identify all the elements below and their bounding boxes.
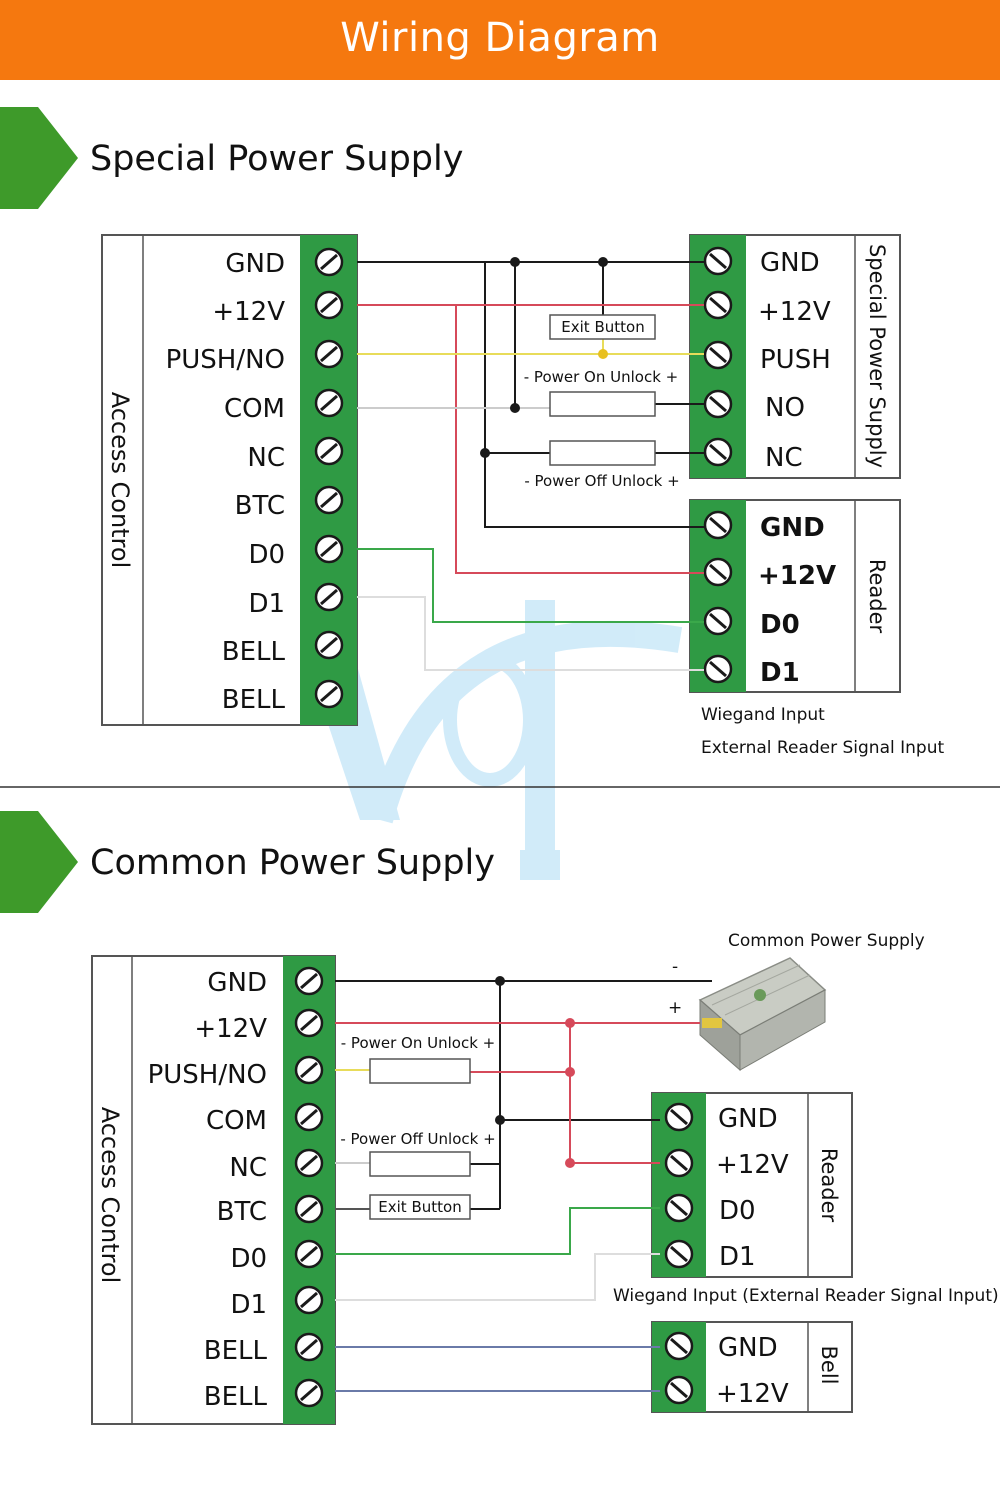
s2-power-off-unlock-label: - Power Off Unlock + — [340, 1130, 495, 1148]
power-supply-unit-image — [698, 957, 827, 1072]
s2-bell-block: Bell — [651, 1321, 853, 1413]
s2-exit-button-box — [369, 1194, 471, 1220]
s1-power-supply-block: Special Power Supply — [689, 234, 901, 479]
s2-bell-label: Bell — [817, 1346, 841, 1385]
s1-power-on-unlock-label: - Power On Unlock + — [524, 368, 678, 386]
s2-ac-terminal-label: BELL — [204, 1336, 268, 1366]
s1-reader-terminal-label: GND — [760, 513, 825, 543]
s2-wiegand-note: Wiegand Input (External Reader Signal In… — [613, 1286, 999, 1306]
s2-ac-terminal-label: GND — [207, 968, 267, 998]
s2-ac-terminal-label: BTC — [217, 1197, 267, 1227]
s2-wires — [335, 980, 712, 1392]
s1-ac-terminal-label: BELL — [222, 637, 286, 667]
s1-wiegand-note: Wiegand Input — [701, 705, 825, 725]
s2-ps-plus: + — [668, 998, 682, 1018]
s1-ac-terminal-label: BELL — [222, 685, 286, 715]
s2-power-supply-label: Common Power Supply — [728, 931, 925, 951]
s2-power-on-unlock-lock — [369, 1058, 471, 1084]
s1-ac-terminal-label: NC — [247, 443, 285, 473]
s1-power-on-unlock-lock — [549, 391, 656, 417]
s2-reader-terminal-label: D1 — [719, 1242, 756, 1272]
s1-reader-terminal-label: D1 — [760, 658, 800, 688]
s1-power-off-unlock-lock — [549, 440, 656, 466]
header-bar — [0, 0, 1000, 80]
s2-ac-terminals: GND +12V PUSH/NO COM NC BTC D0 D1 BELL B… — [148, 968, 268, 1412]
s2-reader-terminal-label: +12V — [716, 1150, 789, 1180]
s2-ac-terminal-label: D0 — [230, 1244, 267, 1274]
s1-ac-terminal-label: GND — [225, 249, 285, 279]
s1-ps-terminal-label: NC — [765, 443, 803, 473]
s2-ac-terminal-label: +12V — [194, 1014, 267, 1044]
s2-ac-terminal-label: BELL — [204, 1382, 268, 1412]
s1-exit-button-label: Exit Button — [561, 318, 644, 336]
page-title: Wiring Diagram — [340, 15, 660, 61]
s2-reader-terminal-label: GND — [718, 1104, 778, 1134]
s1-wire-junctions — [480, 257, 608, 458]
s2-wire-junctions — [495, 976, 575, 1168]
section1-title: Special Power Supply — [90, 139, 463, 179]
section2-title: Common Power Supply — [90, 843, 495, 883]
s2-access-control-label: Access Control — [96, 1107, 124, 1284]
s2-power-on-unlock-label: - Power On Unlock + — [341, 1034, 495, 1052]
s1-ac-terminal-label: BTC — [235, 491, 285, 521]
s1-ac-terminals: GND +12V PUSH/NO COM NC BTC D0 D1 BELL B… — [166, 249, 286, 715]
s1-ac-terminal-label: D0 — [248, 540, 285, 570]
s1-reader-label: Reader — [865, 559, 889, 634]
s1-ac-terminal-label: +12V — [212, 297, 285, 327]
s1-ac-terminal-label: PUSH/NO — [166, 345, 285, 375]
s1-ps-terminal-label: PUSH — [760, 345, 831, 375]
s2-reader-terminal-label: D0 — [719, 1196, 756, 1226]
s2-ac-terminal-label: PUSH/NO — [148, 1060, 267, 1090]
s1-access-control-label: Access Control — [106, 392, 134, 569]
section1-marker — [0, 107, 78, 209]
s1-power-off-unlock-label: - Power Off Unlock + — [524, 472, 679, 490]
s1-ps-terminal-label: GND — [760, 248, 820, 278]
s2-ac-terminal-label: COM — [206, 1106, 267, 1136]
s1-ps-terminals: GND +12V PUSH NO NC — [758, 248, 831, 473]
s2-exit-button-label: Exit Button — [378, 1198, 461, 1216]
s1-power-supply-label: Special Power Supply — [865, 244, 889, 468]
s2-ps-minus: - — [672, 957, 678, 977]
s1-reader-terminals: GND +12V D0 D1 — [758, 513, 836, 688]
s1-external-note: External Reader Signal Input — [701, 738, 944, 758]
s2-ac-terminal-label: D1 — [230, 1290, 267, 1320]
s2-power-off-unlock-lock — [369, 1151, 471, 1177]
s2-bell-terminals: GND +12V — [716, 1333, 789, 1409]
s2-ac-terminal-label: NC — [229, 1153, 267, 1183]
s2-bell-terminal-label: +12V — [716, 1379, 789, 1409]
s2-bell-terminal-label: GND — [718, 1333, 778, 1363]
section2-marker — [0, 811, 78, 913]
s1-wires — [357, 261, 704, 671]
s1-ac-terminal-label: D1 — [248, 589, 285, 619]
s1-ps-terminal-label: +12V — [758, 297, 831, 327]
s1-ps-terminal-label: NO — [765, 393, 805, 423]
s1-reader-terminal-label: +12V — [758, 561, 836, 591]
s1-exit-button-box — [549, 314, 656, 340]
s2-reader-terminals: GND +12V D0 D1 — [716, 1104, 789, 1272]
s1-reader-terminal-label: D0 — [760, 610, 800, 640]
s1-ac-terminal-label: COM — [224, 394, 285, 424]
s2-reader-label: Reader — [817, 1148, 841, 1223]
